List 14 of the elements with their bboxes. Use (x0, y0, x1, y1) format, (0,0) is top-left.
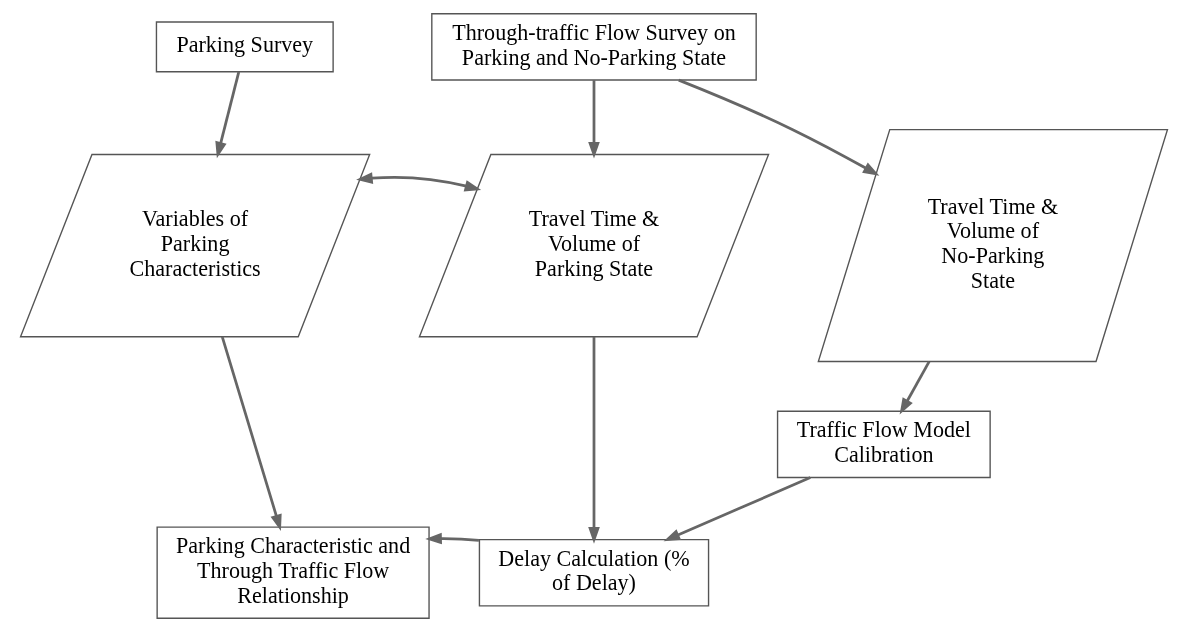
arrow (215, 71, 241, 159)
arrow (588, 336, 600, 544)
node-box: Traffic Flow Model Calibration (776, 410, 991, 479)
arrow (425, 532, 480, 545)
arrow (588, 80, 600, 159)
node-box: Through-traffic Flow Survey on Parking and No-Parking State (431, 13, 757, 81)
node-box: Delay Calculation (% of Delay) (478, 538, 710, 607)
arrow (899, 360, 931, 415)
arrow (663, 476, 811, 542)
arrow (678, 78, 880, 176)
node-box: Parking Survey (155, 21, 334, 73)
arrow (220, 336, 282, 531)
node-box: Parking Characteristic and Through Traffic Flow Relationship (156, 526, 430, 619)
arrow (356, 172, 482, 192)
